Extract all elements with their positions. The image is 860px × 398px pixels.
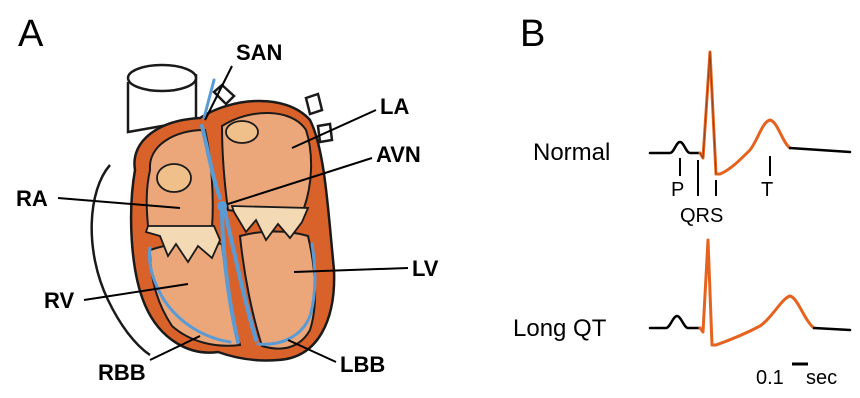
label-ra: RA — [16, 186, 48, 211]
pulmonary-vein-opening — [226, 121, 258, 143]
wave-label-t: T — [761, 179, 773, 201]
label-rv: RV — [44, 288, 74, 313]
wave-label-p: P — [671, 179, 684, 201]
longqt-tail-baseline — [814, 328, 850, 330]
normal-baseline-p — [650, 142, 700, 153]
label-san: SAN — [236, 40, 282, 65]
label-lbb: LBB — [340, 352, 385, 377]
panel-a-letter: A — [18, 13, 44, 55]
longqt-qrs-t — [700, 240, 814, 345]
label-rbb: RBB — [98, 360, 146, 385]
longqt-baseline-p — [650, 316, 700, 328]
panel-b: B Normal P QRS T Long QT 0.1 sec — [513, 13, 850, 389]
ecg-trace-long-qt — [650, 240, 850, 345]
panel-b-letter: B — [520, 13, 545, 55]
scale-value: 0.1 — [756, 367, 784, 389]
label-la: LA — [380, 94, 409, 119]
panel-a: A — [16, 13, 439, 385]
ecg-trace-normal — [650, 52, 850, 174]
ecg-label-normal: Normal — [533, 139, 610, 166]
ecg-label-long-qt: Long QT — [513, 315, 607, 342]
aorta-opening — [128, 65, 196, 91]
normal-tail-baseline — [790, 148, 850, 152]
label-lv: LV — [412, 256, 439, 281]
svc-opening — [157, 164, 191, 192]
vein-stub-2 — [306, 94, 322, 114]
scale-unit: sec — [806, 367, 837, 389]
label-avn: AVN — [376, 142, 421, 167]
wave-label-qrs: QRS — [680, 205, 723, 227]
